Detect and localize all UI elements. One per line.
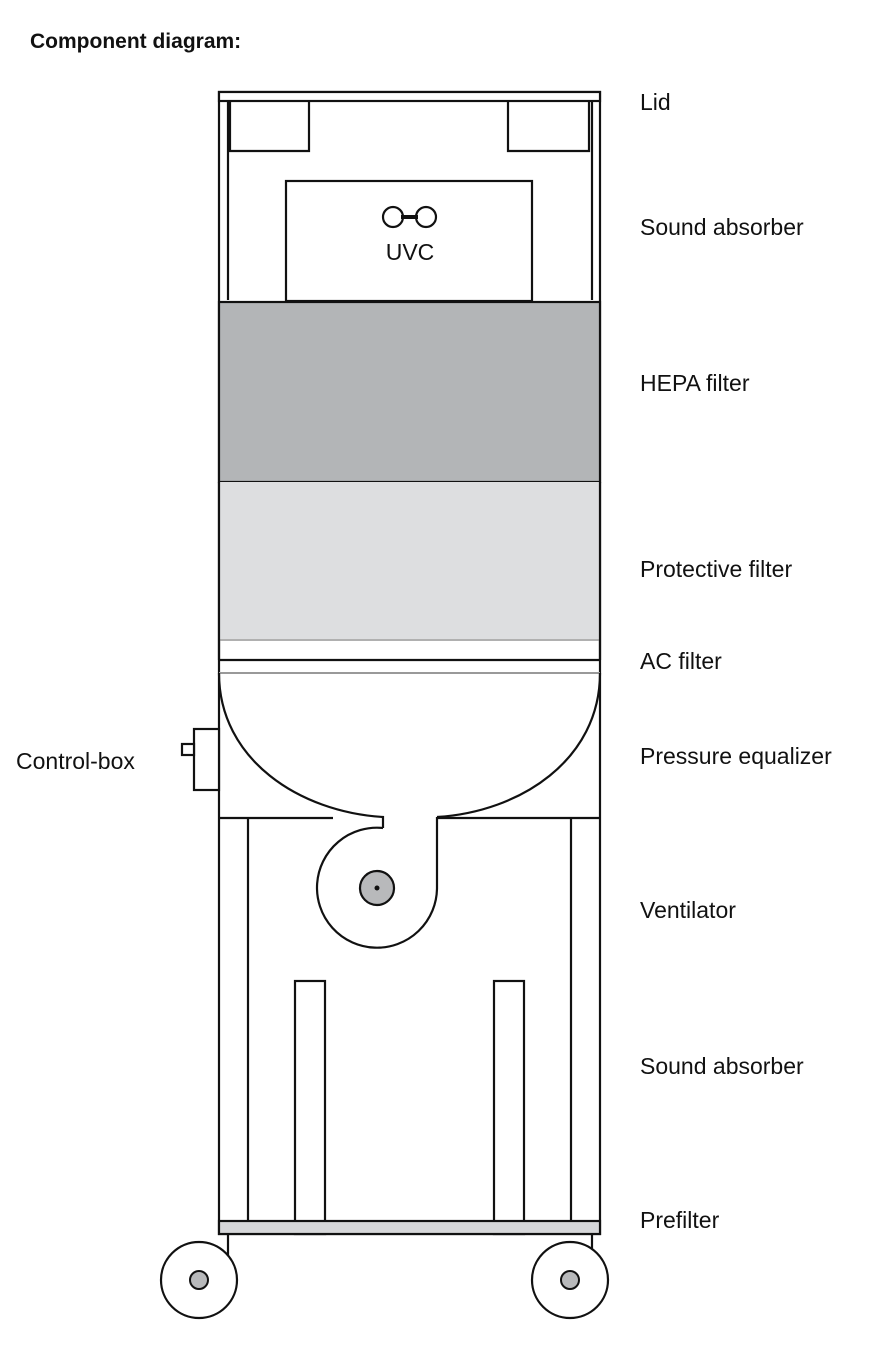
sound-absorber-top <box>284 179 534 303</box>
pressure-equalizer-left-curve <box>217 672 385 828</box>
housing-outline <box>217 90 602 1236</box>
label-ventilator: Ventilator <box>640 897 736 923</box>
label-ac-filter: AC filter <box>640 648 722 674</box>
uvc-lamp-bulb-right <box>414 205 438 229</box>
lid-bracket-left <box>228 101 311 153</box>
prefilter <box>217 1219 602 1236</box>
page-title: Component diagram: <box>30 30 242 53</box>
lid <box>217 90 602 103</box>
uvc-label: UVC <box>386 239 435 265</box>
sound-absorber-baffle-left <box>293 979 327 1236</box>
control-box <box>192 727 221 792</box>
ventilator-housing <box>315 817 439 949</box>
wheel-right-hub <box>560 1270 580 1290</box>
ventilator-axle <box>374 885 380 891</box>
label-lid: Lid <box>640 89 671 115</box>
lid-bracket-right <box>506 101 591 153</box>
protective-filter <box>219 482 600 640</box>
label-protective-filter: Protective filter <box>640 556 792 582</box>
label-hepa-filter: HEPA filter <box>640 370 750 396</box>
pressure-equalizer-right-curve <box>436 672 602 819</box>
label-sound-absorber-top: Sound absorber <box>640 214 804 240</box>
uvc-lamp-bulb-left <box>381 205 405 229</box>
label-pressure-equalizer: Pressure equalizer <box>640 743 832 769</box>
wheel-left-hub <box>189 1270 209 1290</box>
control-box-connector <box>180 742 196 757</box>
sound-absorber-baffle-right <box>492 979 526 1236</box>
label-sound-absorber-bottom: Sound absorber <box>640 1053 804 1079</box>
hepa-filter <box>217 300 602 484</box>
label-prefilter: Prefilter <box>640 1207 720 1233</box>
label-control-box: Control-box <box>16 748 135 774</box>
